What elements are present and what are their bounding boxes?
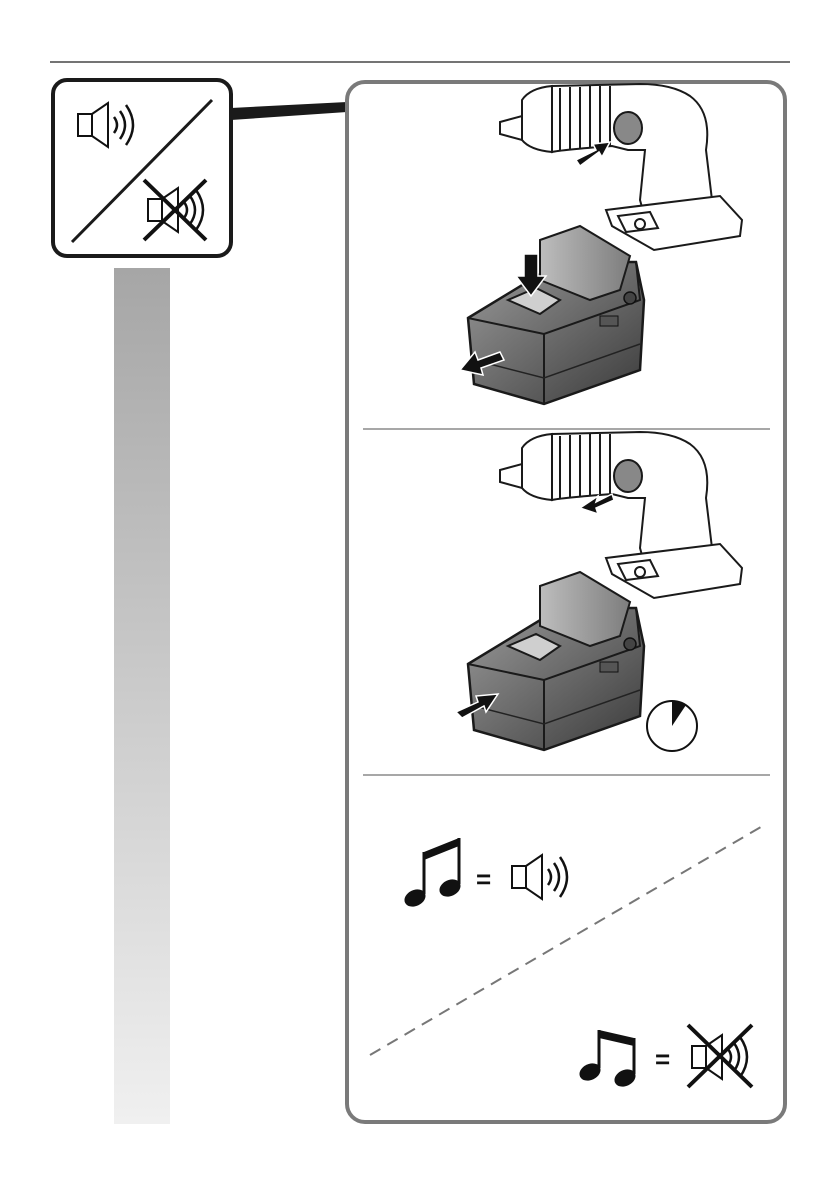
sidebar-bar: [114, 268, 170, 1124]
equals-sign-2: =: [655, 1044, 670, 1074]
timer-icon: [647, 701, 697, 751]
equals-sign-1: =: [476, 864, 491, 894]
legend-box: [53, 80, 231, 256]
callout-pointer: [231, 102, 347, 120]
